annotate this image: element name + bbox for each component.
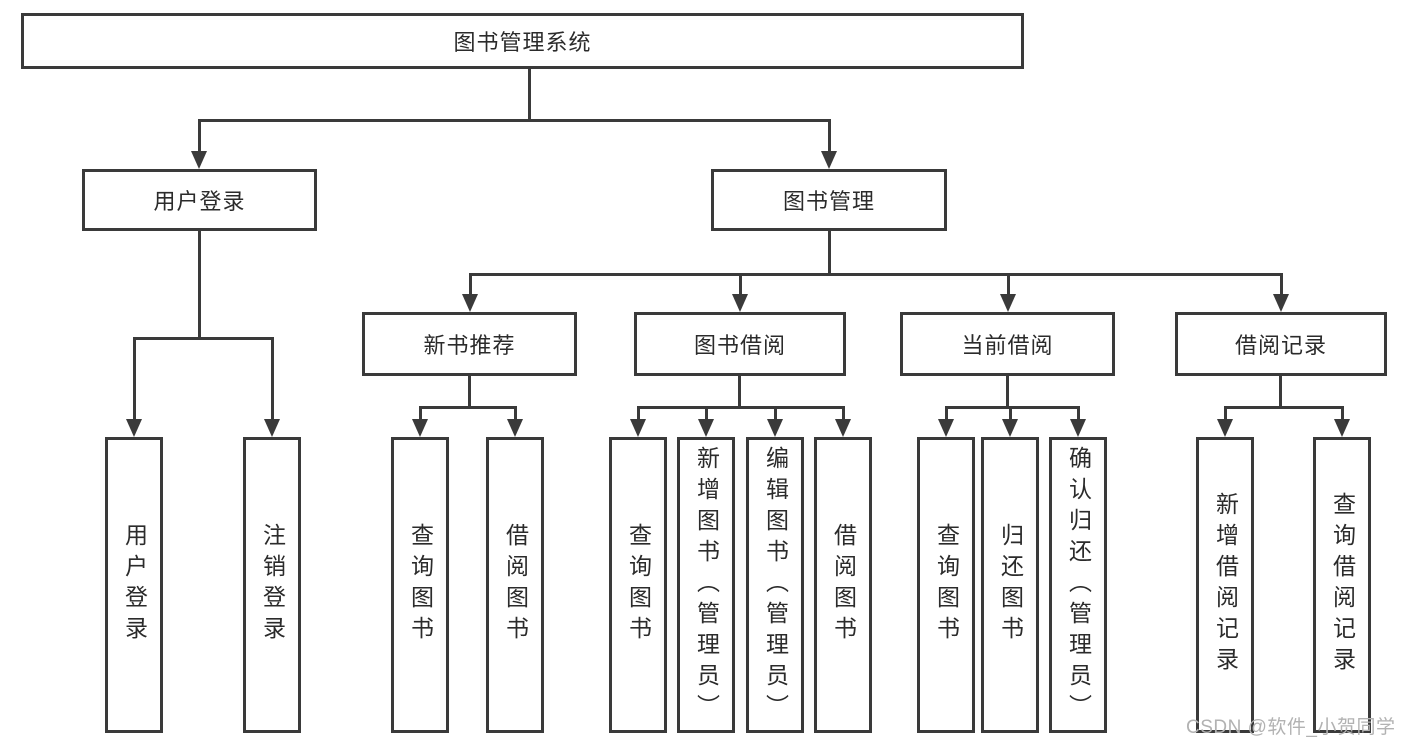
leaf-user-login: 用户登录: [105, 437, 163, 733]
arrowhead-down-icon: [732, 294, 748, 312]
node-book-borrow-label: 图书借阅: [693, 333, 786, 358]
leaf-user-login-label: 用户登录: [121, 523, 148, 647]
arrowhead-down-icon: [1002, 419, 1018, 437]
connector-line: [133, 337, 136, 425]
arrowhead-down-icon: [264, 419, 280, 437]
arrowhead-down-icon: [507, 419, 523, 437]
connector-line: [1224, 406, 1227, 424]
connector-line: [1279, 376, 1282, 408]
connector-line: [271, 337, 274, 425]
connector-line: [469, 273, 472, 299]
connector-line: [739, 273, 742, 299]
leaf-borrow-edit-book-label: 编辑图书（管理员）: [762, 445, 789, 725]
leaf-borrow-add-book: 新增图书（管理员）: [677, 437, 735, 733]
connector-line: [419, 406, 517, 409]
leaf-recommend-borrow-book-label: 借阅图书: [502, 523, 529, 647]
leaf-record-add-label: 新增借阅记录: [1212, 492, 1239, 678]
connector-line: [705, 406, 708, 424]
leaf-current-query-book: 查询图书: [917, 437, 975, 733]
connector-line: [1341, 406, 1344, 424]
connector-line: [528, 69, 531, 120]
node-user-login: 用户登录: [82, 169, 317, 231]
connector-line: [1077, 406, 1080, 424]
leaf-recommend-borrow-book: 借阅图书: [486, 437, 544, 733]
connector-line: [1009, 406, 1012, 424]
leaf-logout-label: 注销登录: [259, 523, 286, 647]
leaf-record-query: 查询借阅记录: [1313, 437, 1371, 733]
node-new-book-recommend-label: 新书推荐: [423, 333, 516, 358]
connector-line: [738, 376, 741, 408]
arrowhead-down-icon: [412, 419, 428, 437]
arrowhead-down-icon: [1000, 294, 1016, 312]
connector-line: [198, 231, 201, 339]
arrowhead-down-icon: [698, 419, 714, 437]
connector-line: [828, 231, 831, 275]
connector-line: [514, 406, 517, 424]
arrowhead-down-icon: [1273, 294, 1289, 312]
arrowhead-down-icon: [191, 151, 207, 169]
leaf-current-return-book: 归还图书: [981, 437, 1039, 733]
leaf-borrow-add-book-label: 新增图书（管理员）: [693, 445, 720, 725]
arrowhead-down-icon: [1070, 419, 1086, 437]
connector-line: [842, 406, 845, 424]
leaf-current-query-book-label: 查询图书: [933, 523, 960, 647]
connector-line: [1280, 273, 1283, 299]
leaf-record-add: 新增借阅记录: [1196, 437, 1254, 733]
connector-line: [945, 406, 1080, 409]
connector-line: [468, 376, 471, 408]
arrowhead-down-icon: [630, 419, 646, 437]
leaf-record-query-label: 查询借阅记录: [1329, 492, 1356, 678]
node-root-label: 图书管理系统: [453, 30, 592, 55]
arrowhead-down-icon: [462, 294, 478, 312]
leaf-borrow-borrow-book-label: 借阅图书: [830, 523, 857, 647]
arrowhead-down-icon: [835, 419, 851, 437]
leaf-logout: 注销登录: [243, 437, 301, 733]
node-book-management-label: 图书管理: [782, 189, 875, 214]
node-current-borrow: 当前借阅: [900, 312, 1115, 376]
connector-line: [198, 119, 201, 155]
connector-line: [945, 406, 948, 424]
leaf-borrow-query-book: 查询图书: [609, 437, 667, 733]
node-book-borrow: 图书借阅: [634, 312, 846, 376]
connector-line: [637, 406, 640, 424]
node-new-book-recommend: 新书推荐: [362, 312, 577, 376]
connector-line: [1007, 273, 1010, 299]
connector-line: [1224, 406, 1344, 409]
leaf-current-confirm-return-label: 确认归还（管理员）: [1065, 445, 1092, 725]
node-current-borrow-label: 当前借阅: [961, 333, 1054, 358]
connector-line: [419, 406, 422, 424]
arrowhead-down-icon: [938, 419, 954, 437]
node-borrow-record-label: 借阅记录: [1234, 333, 1327, 358]
connector-line: [637, 406, 845, 409]
arrowhead-down-icon: [767, 419, 783, 437]
node-book-management: 图书管理: [711, 169, 947, 231]
connector-line: [774, 406, 777, 424]
connector-line: [469, 273, 1282, 276]
leaf-recommend-query-book: 查询图书: [391, 437, 449, 733]
node-borrow-record: 借阅记录: [1175, 312, 1387, 376]
arrowhead-down-icon: [126, 419, 142, 437]
connector-line: [1006, 376, 1009, 408]
arrowhead-down-icon: [1217, 419, 1233, 437]
connector-line: [133, 337, 274, 340]
watermark: CSDN @软件_小贺同学: [1186, 717, 1396, 738]
leaf-current-confirm-return: 确认归还（管理员）: [1049, 437, 1107, 733]
arrowhead-down-icon: [1334, 419, 1350, 437]
node-user-login-label: 用户登录: [153, 189, 246, 214]
node-root-system: 图书管理系统: [21, 13, 1024, 69]
arrowhead-down-icon: [821, 151, 837, 169]
connector-line: [198, 119, 830, 122]
leaf-borrow-edit-book: 编辑图书（管理员）: [746, 437, 804, 733]
leaf-borrow-query-book-label: 查询图书: [625, 523, 652, 647]
leaf-current-return-book-label: 归还图书: [997, 523, 1024, 647]
leaf-recommend-query-book-label: 查询图书: [407, 523, 434, 647]
connector-line: [828, 119, 831, 155]
leaf-borrow-borrow-book: 借阅图书: [814, 437, 872, 733]
